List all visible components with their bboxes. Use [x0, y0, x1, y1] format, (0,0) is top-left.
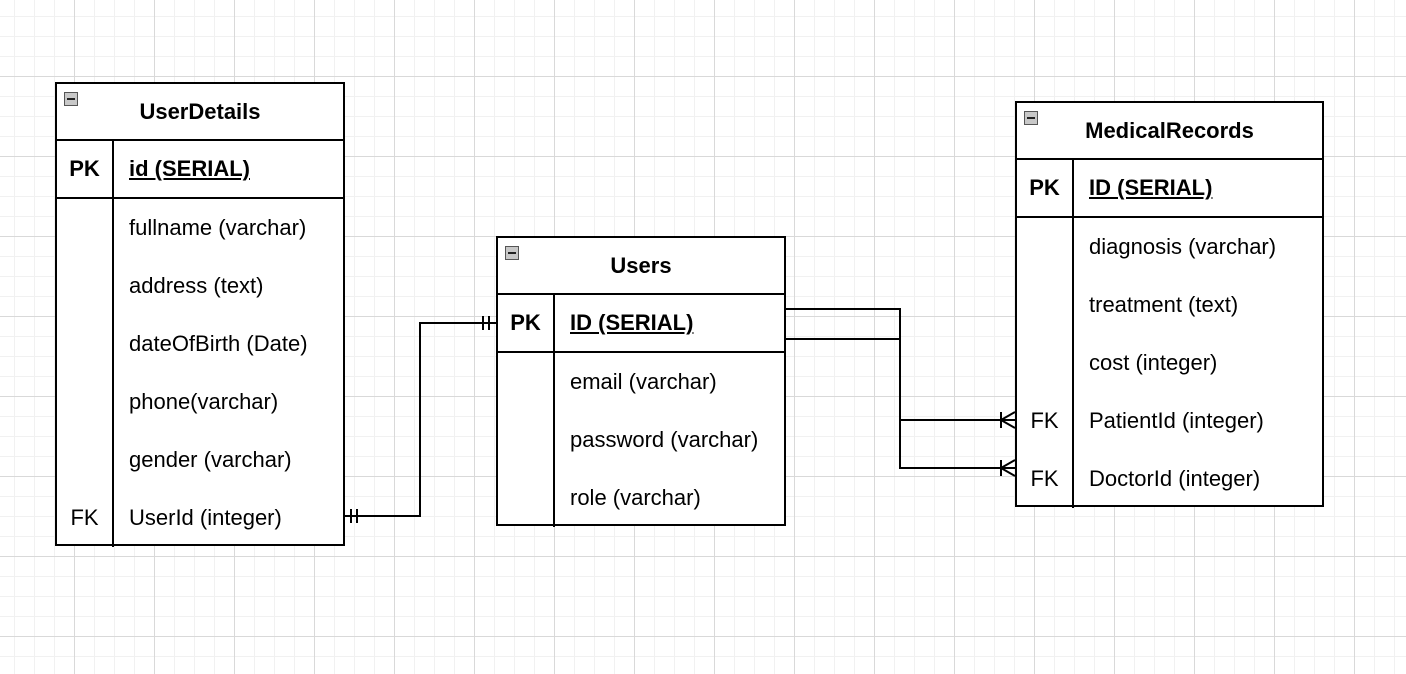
field-row[interactable]: cost (integer) [1017, 334, 1322, 392]
connector-userdetails-users [345, 322, 497, 517]
collapse-icon[interactable] [505, 246, 519, 260]
entity-header[interactable]: Users [498, 238, 784, 295]
field-label: PatientId (integer) [1089, 408, 1264, 433]
key-label [498, 469, 555, 527]
field-label: gender (varchar) [129, 447, 292, 472]
pk-row[interactable]: PK ID (SERIAL) [1017, 160, 1322, 218]
key-label [57, 431, 114, 489]
collapse-icon[interactable] [64, 92, 78, 106]
field-row[interactable]: diagnosis (varchar) [1017, 218, 1322, 276]
fk-label: FK [1017, 450, 1074, 508]
key-label [57, 315, 114, 373]
field-row[interactable]: password (varchar) [498, 411, 784, 469]
pk-label: PK [57, 141, 114, 197]
field-row[interactable]: role (varchar) [498, 469, 784, 527]
field-row[interactable]: fullname (varchar) [57, 199, 343, 257]
entity-title: UserDetails [139, 98, 261, 124]
key-label [1017, 276, 1074, 334]
field-label: phone(varchar) [129, 389, 279, 414]
entity-users[interactable]: Users PK ID (SERIAL) email (varchar) pas… [496, 236, 786, 527]
field-label: fullname (varchar) [129, 215, 307, 240]
entity-title: MedicalRecords [1085, 117, 1254, 143]
pk-row[interactable]: PK ID (SERIAL) [498, 295, 784, 353]
entity-userdetails[interactable]: UserDetails PK id (SERIAL) fullname (var… [55, 82, 345, 547]
pk-field: ID (SERIAL) [570, 310, 694, 335]
field-label: UserId (integer) [129, 505, 282, 530]
pk-label: PK [1017, 160, 1074, 216]
field-label: email (varchar) [570, 369, 717, 394]
entity-header[interactable]: MedicalRecords [1017, 103, 1322, 160]
fk-label: FK [57, 489, 114, 547]
key-label [1017, 334, 1074, 392]
field-label: dateOfBirth (Date) [129, 331, 308, 356]
field-label: cost (integer) [1089, 350, 1218, 375]
pk-row[interactable]: PK id (SERIAL) [57, 141, 343, 199]
entity-header[interactable]: UserDetails [57, 84, 343, 141]
key-label [57, 199, 114, 257]
field-row[interactable]: email (varchar) [498, 353, 784, 411]
field-label: treatment (text) [1089, 292, 1239, 317]
connector-users-doctorid [786, 338, 1015, 469]
fk-row[interactable]: FK UserId (integer) [57, 489, 343, 547]
field-row[interactable]: address (text) [57, 257, 343, 315]
field-row[interactable]: dateOfBirth (Date) [57, 315, 343, 373]
fk-label: FK [1017, 392, 1074, 450]
fk-row[interactable]: FK DoctorId (integer) [1017, 450, 1322, 508]
field-label: diagnosis (varchar) [1089, 234, 1277, 259]
collapse-icon[interactable] [1024, 111, 1038, 125]
field-row[interactable]: treatment (text) [1017, 276, 1322, 334]
field-row[interactable]: gender (varchar) [57, 431, 343, 489]
field-label: DoctorId (integer) [1089, 466, 1261, 491]
key-label [57, 257, 114, 315]
fk-row[interactable]: FK PatientId (integer) [1017, 392, 1322, 450]
key-label [57, 373, 114, 431]
key-label [498, 411, 555, 469]
pk-label: PK [498, 295, 555, 351]
field-label: role (varchar) [570, 485, 701, 510]
pk-field: ID (SERIAL) [1089, 175, 1213, 200]
key-label [1017, 218, 1074, 276]
key-label [498, 353, 555, 411]
field-label: address (text) [129, 273, 264, 298]
entity-title: Users [610, 252, 672, 278]
field-label: password (varchar) [570, 427, 759, 452]
entity-medicalrecords[interactable]: MedicalRecords PK ID (SERIAL) diagnosis … [1015, 101, 1324, 508]
pk-field: id (SERIAL) [129, 156, 250, 181]
field-row[interactable]: phone(varchar) [57, 373, 343, 431]
